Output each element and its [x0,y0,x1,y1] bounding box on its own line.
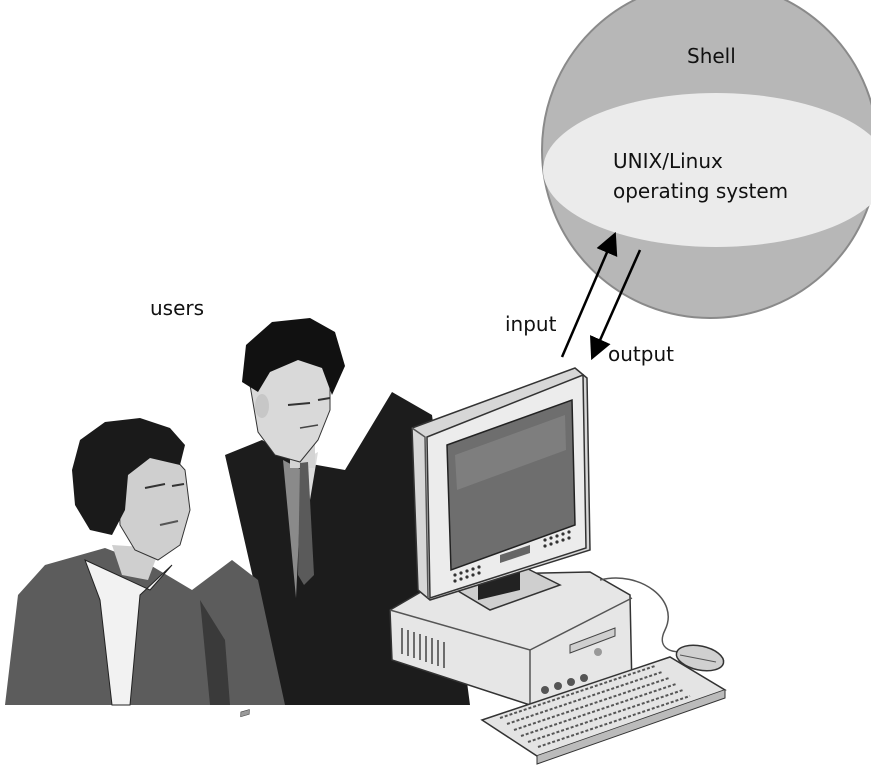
users-illustration [5,318,470,706]
woman-figure [5,418,285,706]
man-figure [225,318,470,705]
os-label: UNIX/Linux operating system [613,146,788,206]
keyboard-icon [240,656,727,765]
computer-illustration [240,367,727,765]
output-arrow [590,249,642,361]
mouse-cable [599,577,691,653]
shell-label: Shell [687,44,736,68]
mouse-icon [675,644,725,672]
input-arrow [560,231,618,358]
monitor-icon [411,367,591,601]
output-label: output [608,342,674,366]
os-label-line1: UNIX/Linux [613,149,723,173]
os-ellipse [543,93,871,247]
input-label: input [505,312,557,336]
users-label: users [150,296,205,320]
os-label-line2: operating system [613,179,789,203]
